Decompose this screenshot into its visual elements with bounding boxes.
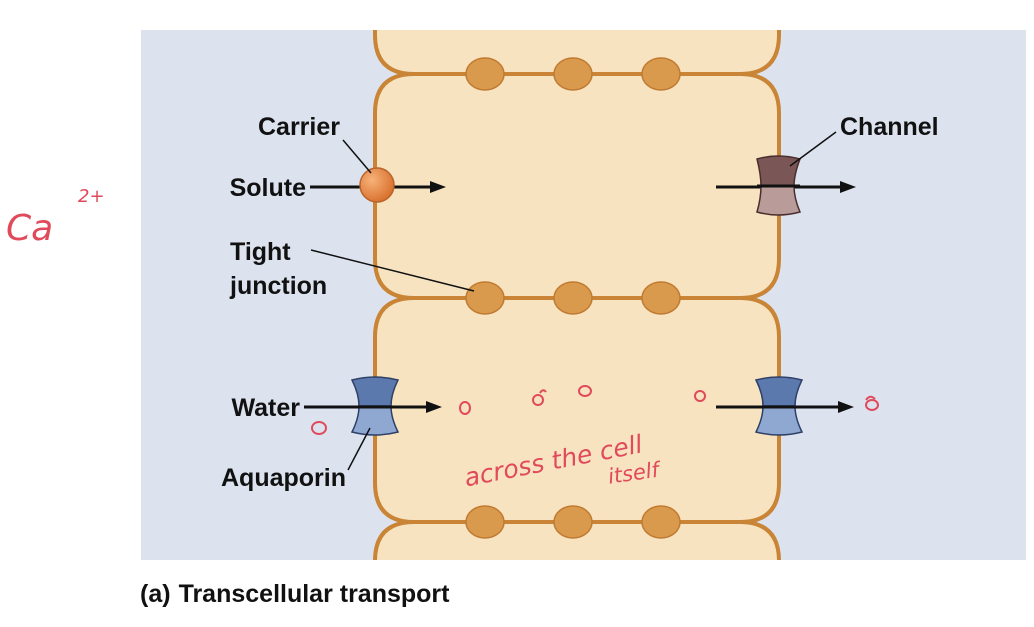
- tight-junction: [641, 281, 681, 315]
- tight-junction: [641, 505, 681, 539]
- carrier-label: Carrier: [258, 113, 340, 141]
- tight-junction: [465, 57, 505, 91]
- aquaporin-right: [754, 376, 804, 436]
- water-label: Water: [231, 394, 300, 422]
- tight-junction-leader: [310, 249, 475, 292]
- aquaporin-left: [350, 376, 400, 436]
- channel-label: Channel: [840, 113, 939, 141]
- aquaporin-label: Aquaporin: [221, 464, 346, 492]
- water-molecule-doodles: [311, 385, 879, 435]
- ion-annotation: Ca: [6, 208, 53, 249]
- aquaporin-leader: [347, 427, 371, 471]
- channel-protein: [756, 155, 802, 216]
- tight-junction-label-line1: Tight: [230, 238, 291, 266]
- charge-annotation: 2+: [78, 186, 105, 207]
- solute-arrowhead-out: [840, 181, 856, 193]
- tight-junction: [641, 57, 681, 91]
- caption-part-label: (a): [140, 580, 171, 608]
- solute-label: Solute: [230, 174, 306, 202]
- cell-lower: [373, 296, 781, 524]
- carrier-leader: [342, 139, 372, 174]
- figure-caption: (a)Transcellular transport: [140, 580, 450, 609]
- carrier-protein: [359, 167, 395, 203]
- solute-arrowhead-in: [430, 181, 446, 193]
- tight-junction-label-line2: junction: [229, 272, 327, 300]
- tight-junction: [553, 505, 593, 539]
- caption-title: Transcellular transport: [178, 580, 450, 608]
- tight-junction: [553, 57, 593, 91]
- channel-leader: [789, 131, 837, 167]
- tight-junctions: [465, 57, 681, 539]
- water-arrowhead-out: [838, 401, 854, 413]
- tight-junction: [553, 281, 593, 315]
- water-arrowhead-in: [426, 401, 442, 413]
- tight-junction: [465, 281, 505, 315]
- tight-junction: [465, 505, 505, 539]
- leader-lines: [310, 131, 837, 471]
